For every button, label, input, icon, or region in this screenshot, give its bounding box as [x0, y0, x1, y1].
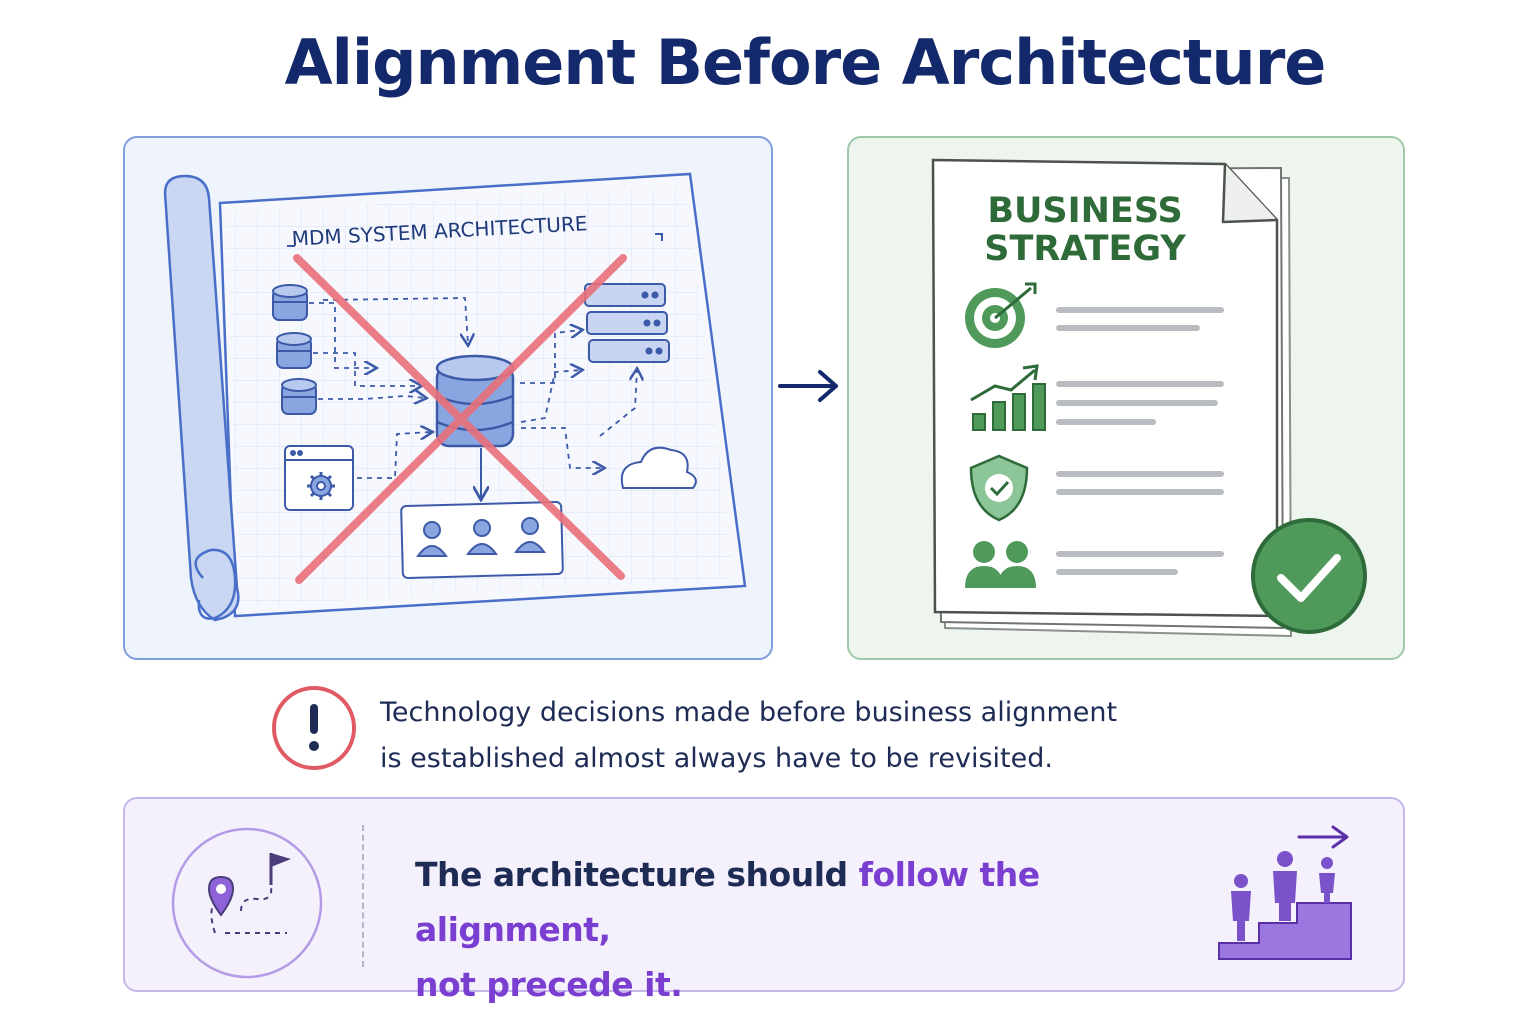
divider: [362, 825, 364, 967]
server-rack-icon: [584, 283, 670, 363]
people-icon: [965, 541, 1036, 588]
page-title: Alignment Before Architecture: [284, 26, 1327, 99]
app-settings-icon: [284, 445, 354, 511]
warning-line-2: is established almost always have to be …: [380, 743, 1053, 774]
conclusion-panel: The architecture should follow the align…: [123, 797, 1405, 1004]
stairs-people-icon: [1218, 825, 1352, 960]
strategy-heading-line2: STRATEGY: [984, 229, 1186, 269]
conclusion-highlight-2: not precede it.: [415, 965, 683, 1004]
strategy-document-illustration: BUSINESS STRATEGY: [931, 158, 1367, 638]
blueprint-illustration: MDM SYSTEM ARCHITECTURE: [163, 172, 747, 622]
conclusion-part-1: The architecture should: [415, 855, 859, 894]
conclusion-text: The architecture should follow the align…: [415, 847, 1235, 1012]
database-icon: [281, 378, 317, 415]
conclusion-highlight-1: follow the alignment,: [415, 855, 1040, 949]
strategy-heading-line1: BUSINESS: [987, 191, 1182, 231]
growth-chart-icon: [970, 364, 1046, 431]
warning-line-1: Technology decisions made before busines…: [380, 697, 1118, 728]
x-mark-icon: [293, 254, 627, 584]
route-flag-icon: [171, 827, 323, 979]
exclamation-circle-icon: [272, 686, 356, 770]
strategy-panel: BUSINESS STRATEGY: [847, 136, 1405, 660]
check-circle-icon: [1251, 518, 1367, 634]
arrow-right-icon: [778, 370, 838, 402]
warning-message: Technology decisions made before busines…: [380, 690, 1200, 782]
blueprint-roll: [163, 174, 240, 622]
architecture-panel: MDM SYSTEM ARCHITECTURE: [123, 136, 773, 660]
shield-check-icon: [969, 454, 1029, 522]
database-icon: [272, 284, 308, 321]
users-box-icon: [400, 501, 564, 579]
database-icon: [276, 332, 312, 369]
target-icon: [965, 282, 1037, 348]
cloud-icon: [620, 446, 697, 489]
